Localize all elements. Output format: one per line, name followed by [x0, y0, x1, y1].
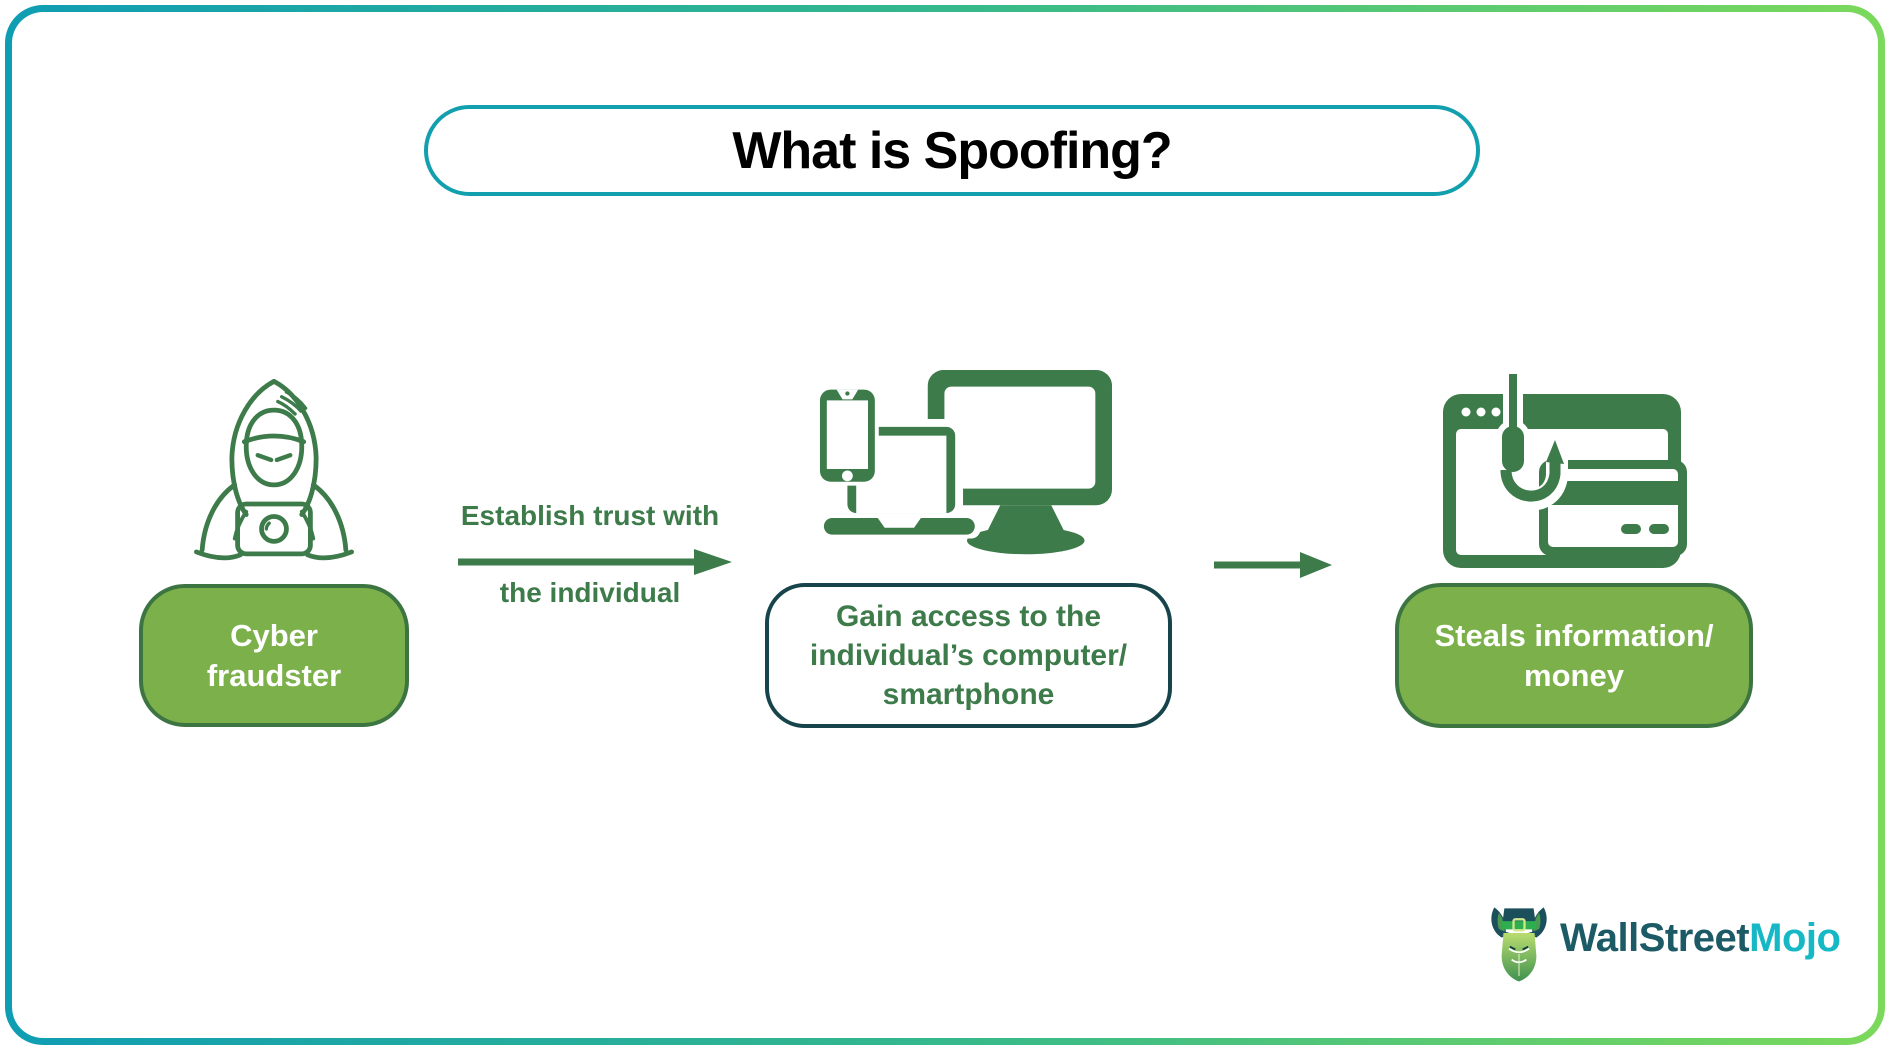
- browser-phishing-hook-credit-card-icon: [1443, 374, 1687, 568]
- brand-text: WallStreetMojo: [1560, 916, 1841, 961]
- step-label-line: money: [1524, 657, 1624, 693]
- step-label-line: Gain access to the: [835, 600, 1102, 633]
- step-label-line: individual’s computer/: [809, 639, 1128, 672]
- title-box: What is Spoofing?: [424, 105, 1480, 196]
- step-steals-information-pill: Steals information/ money: [1395, 583, 1753, 728]
- establish-trust-label-line1: Establish trust with: [460, 500, 720, 531]
- page-title: What is Spoofing?: [732, 121, 1172, 180]
- brand-text-wallstreet: WallStreet: [1560, 916, 1750, 960]
- brand-text-mojo: Mojo: [1749, 916, 1841, 960]
- step-cyber-fraudster-pill: Cyber fraudster: [139, 584, 409, 727]
- arrow-right-icon: [1214, 552, 1332, 578]
- establish-trust-label-line2: the individual: [499, 577, 681, 608]
- step-gain-access-box: Gain access to the individual’s computer…: [765, 583, 1172, 728]
- hooded-hacker-with-laptop-icon: [194, 379, 354, 561]
- arrow-right-icon: [458, 549, 732, 575]
- step-label-line: Cyber: [230, 617, 318, 653]
- bull-mascot-icon: [1491, 907, 1547, 982]
- computer-laptop-smartphone-icon: [818, 370, 1112, 555]
- step-label-line: Steals information/: [1434, 617, 1714, 653]
- step-label-line: fraudster: [206, 657, 342, 693]
- step-label-line: smartphone: [882, 678, 1055, 711]
